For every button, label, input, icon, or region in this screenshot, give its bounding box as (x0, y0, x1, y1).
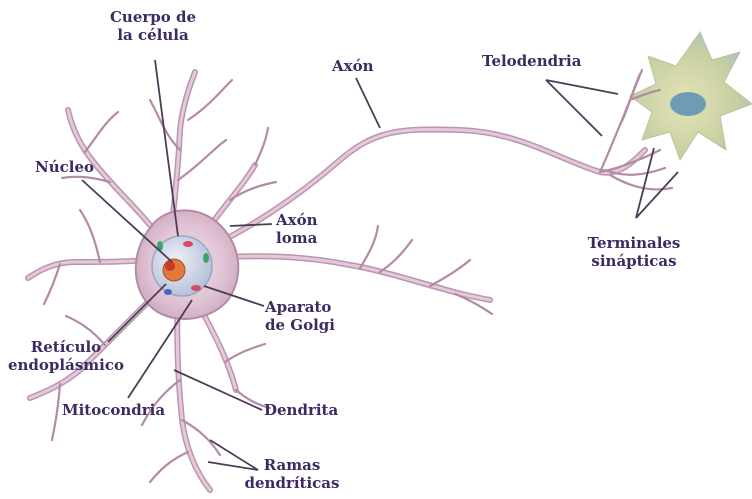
label-reticulo-line1: Retículo (4, 338, 128, 356)
label-aparato-golgi: Aparato de Golgi (265, 298, 335, 334)
label-axon-loma: Axón loma (276, 211, 318, 247)
neuron-processes (28, 70, 672, 490)
label-axon-loma-line1: Axón (276, 211, 318, 229)
label-terminales-sinapticas: Terminales sinápticas (578, 234, 690, 270)
label-terminales-line1: Terminales (578, 234, 690, 252)
label-dendrita: Dendrita (264, 401, 338, 419)
pointer-dendrita (174, 370, 262, 410)
target-cell-nucleus (670, 92, 706, 116)
pointer-cuerpo (155, 60, 178, 236)
label-telodendria: Telodendria (482, 52, 581, 70)
label-aparato-line1: Aparato (265, 298, 335, 316)
organelle-red (183, 241, 193, 247)
label-terminales-line2: sinápticas (578, 252, 690, 270)
pointer-reticulo (108, 284, 166, 342)
label-cuerpo-celula: Cuerpo de la célula (102, 8, 204, 44)
organelle-red-2 (191, 285, 201, 291)
label-cuerpo-line1: Cuerpo de (102, 8, 204, 26)
organelle-green-1 (203, 253, 209, 263)
label-reticulo-endoplasmico: Retículo endoplásmico (4, 338, 128, 374)
label-axon-loma-line2: loma (276, 229, 318, 247)
pointer-axon (356, 78, 380, 128)
label-cuerpo-line2: la célula (102, 26, 204, 44)
label-ramas-line2: dendríticas (240, 474, 344, 492)
label-aparato-line2: de Golgi (265, 316, 335, 334)
label-axon: Axón (332, 57, 374, 75)
label-ramas-dendriticas: Ramas dendríticas (240, 456, 344, 492)
er-blob (164, 289, 172, 295)
label-mitocondria: Mitocondria (62, 401, 165, 419)
label-nucleo: Núcleo (35, 158, 94, 176)
pointer-axon-loma (230, 224, 272, 226)
label-ramas-line1: Ramas (240, 456, 344, 474)
nucleolus-core (165, 261, 175, 271)
label-reticulo-line2: endoplásmico (4, 356, 128, 374)
target-cell (630, 32, 752, 160)
nucleolus (163, 259, 185, 281)
cell-body (136, 210, 239, 319)
